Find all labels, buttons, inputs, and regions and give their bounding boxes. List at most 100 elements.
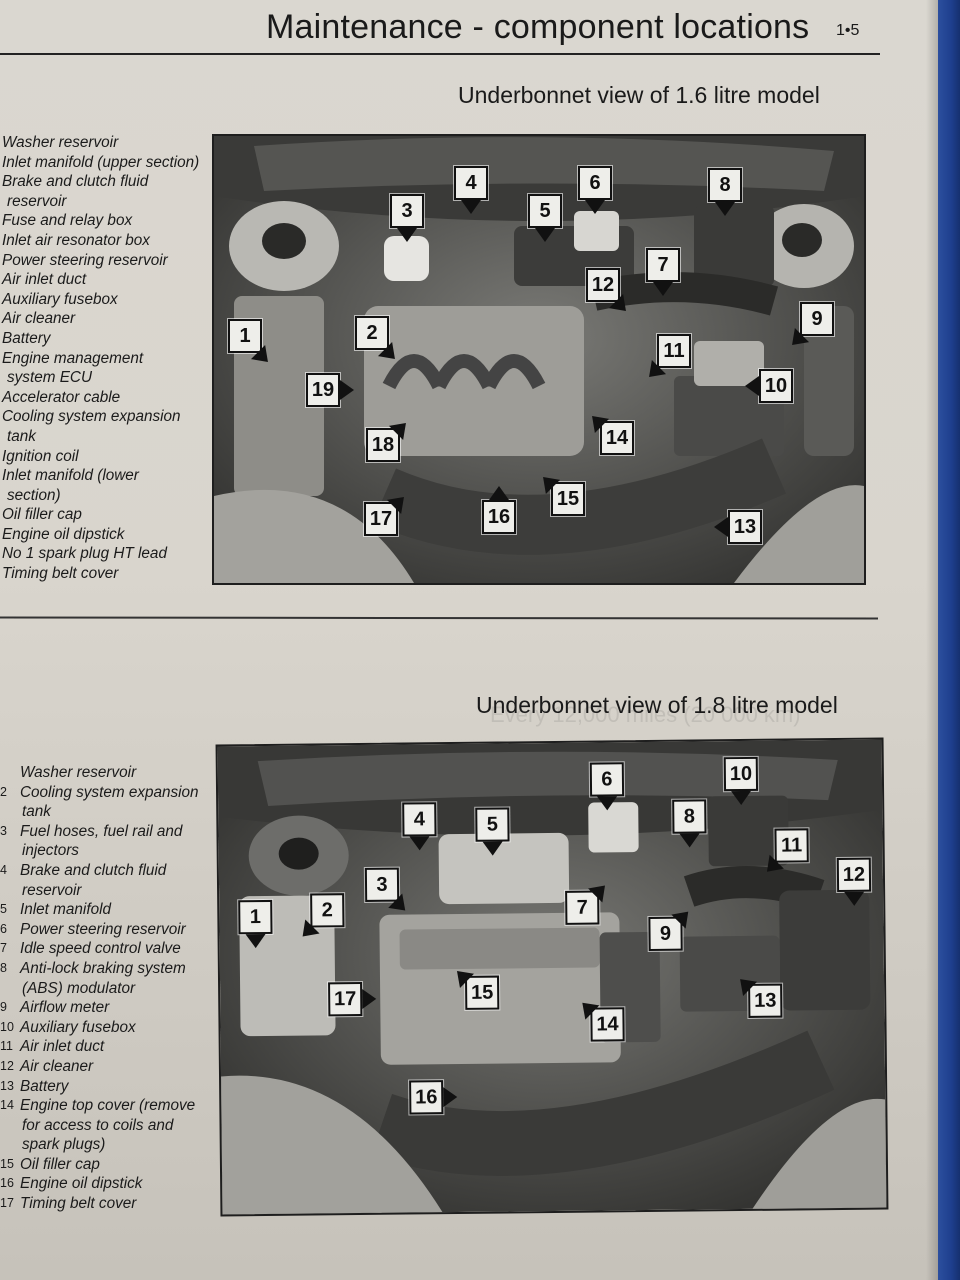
legend-text: reservoir xyxy=(7,192,67,210)
callout-2: 2 xyxy=(295,893,345,944)
callout-number: 12 xyxy=(591,274,615,296)
legend-text: Airflow meter xyxy=(20,999,110,1017)
legend-text: tank xyxy=(7,427,36,445)
legend-number: 16 xyxy=(0,1176,14,1191)
legend-text: for access to coils and xyxy=(22,1116,174,1134)
legend-text: Washer reservoir xyxy=(2,134,119,151)
callout-2: 2 xyxy=(355,316,403,367)
callout-number: 10 xyxy=(764,375,788,397)
legend-item: Fuse and relay box xyxy=(0,211,199,231)
callout-16: 16 xyxy=(409,1080,458,1115)
legend-text: Fuse and relay box xyxy=(2,212,133,230)
legend-item: Timing belt cover xyxy=(0,564,199,584)
callout-9: 9 xyxy=(648,904,696,951)
legend-number: 17 xyxy=(0,1196,14,1211)
legend-text: spark plugs) xyxy=(22,1136,106,1154)
legend-text: Ignition coil xyxy=(2,447,79,465)
callout-5: 5 xyxy=(475,807,510,856)
callout-17: 17 xyxy=(328,981,377,1017)
legend-text: Fuel hoses, fuel rail and xyxy=(20,822,183,840)
callout-number: 16 xyxy=(487,506,511,528)
legend-text: Washer reservoir xyxy=(20,764,137,781)
callout-8: 8 xyxy=(708,168,742,216)
callout-number: 15 xyxy=(556,488,580,510)
legend-item: reservoir xyxy=(0,881,199,901)
callout-18: 18 xyxy=(366,415,414,462)
callout-arrow-icon xyxy=(535,228,555,242)
callout-number: 11 xyxy=(663,340,685,362)
legend-text: Inlet air resonator box xyxy=(2,231,150,249)
legend-text: injectors xyxy=(22,842,79,860)
callout-19: 19 xyxy=(306,373,354,407)
legend-item: Engine oil dipstick xyxy=(0,525,199,545)
legend-number: 5 xyxy=(0,902,7,917)
legend-item: 11 Air inlet duct xyxy=(0,1037,199,1057)
legend-text: Air inlet duct xyxy=(2,271,87,289)
callout-number: 7 xyxy=(657,254,669,276)
legend-text: Air cleaner xyxy=(20,1057,94,1075)
legend-item: (ABS) modulator xyxy=(0,979,199,999)
callout-number: 2 xyxy=(321,899,333,922)
section2-title: Underbonnet view of 1.8 litre model xyxy=(476,692,838,718)
callout-number: 10 xyxy=(729,762,753,786)
legend-item: reservoir xyxy=(0,192,199,212)
callout-9: 9 xyxy=(784,302,834,353)
callout-arrow-icon xyxy=(245,933,266,949)
callout-number: 8 xyxy=(719,174,731,196)
legend-item: Cooling system expansion xyxy=(0,407,199,427)
legend-item: 7 Idle speed control valve xyxy=(0,939,199,959)
callout-number: 1 xyxy=(239,325,251,347)
callout-number: 9 xyxy=(659,922,672,945)
legend-text: Engine management xyxy=(2,349,144,367)
legend-number: 11 xyxy=(0,1039,13,1054)
callout-number: 12 xyxy=(842,863,866,886)
legend-item: Washer reservoir xyxy=(0,133,199,153)
callout-arrow-icon xyxy=(397,228,417,242)
callout-7: 7 xyxy=(646,248,680,296)
legend-item: Air cleaner xyxy=(0,309,199,329)
callout-number: 3 xyxy=(376,873,388,896)
callout-11: 11 xyxy=(641,334,691,385)
callout-12: 12 xyxy=(836,857,872,906)
legend-item: Ignition coil xyxy=(0,447,199,467)
legend-item: Power steering reservoir xyxy=(0,251,199,271)
legend-item: Inlet air resonator box xyxy=(0,231,199,251)
book-cover-edge xyxy=(938,0,960,1280)
callout-number: 5 xyxy=(486,813,499,836)
legend-text: Timing belt cover xyxy=(2,565,119,583)
callout-number: 2 xyxy=(366,322,378,344)
legend-text: Accelerator cable xyxy=(2,388,121,406)
legend-text: section) xyxy=(7,486,61,504)
callout-10: 10 xyxy=(723,756,759,806)
callout-13: 13 xyxy=(733,971,783,1018)
callout-14: 14 xyxy=(575,995,625,1042)
legend-text: Brake and clutch fluid xyxy=(2,173,149,191)
legend-text: Idle speed control valve xyxy=(20,940,181,958)
callout-number: 15 xyxy=(470,981,494,1004)
callout-1: 1 xyxy=(228,319,276,370)
legend-number: 7 xyxy=(0,941,7,956)
callout-10: 10 xyxy=(745,369,793,403)
legend-text: Air inlet duct xyxy=(20,1038,105,1056)
callout-number: 6 xyxy=(589,172,601,194)
callout-arrow-icon xyxy=(597,796,618,811)
legend-text: Anti-lock braking system xyxy=(20,959,186,977)
callout-number: 17 xyxy=(333,988,357,1011)
callout-arrow-icon xyxy=(715,202,735,216)
legend-item: Battery xyxy=(0,329,199,349)
legend-text: Oil filler cap xyxy=(20,1155,100,1173)
legend-item: Washer reservoir xyxy=(0,763,199,783)
legend-item: Brake and clutch fluid xyxy=(0,172,199,192)
callout-arrow-icon xyxy=(745,376,759,396)
page-number: 1•5 xyxy=(836,22,860,39)
callout-11: 11 xyxy=(759,828,809,879)
callout-12: 12 xyxy=(586,268,634,319)
callout-arrow-icon xyxy=(443,1086,458,1108)
